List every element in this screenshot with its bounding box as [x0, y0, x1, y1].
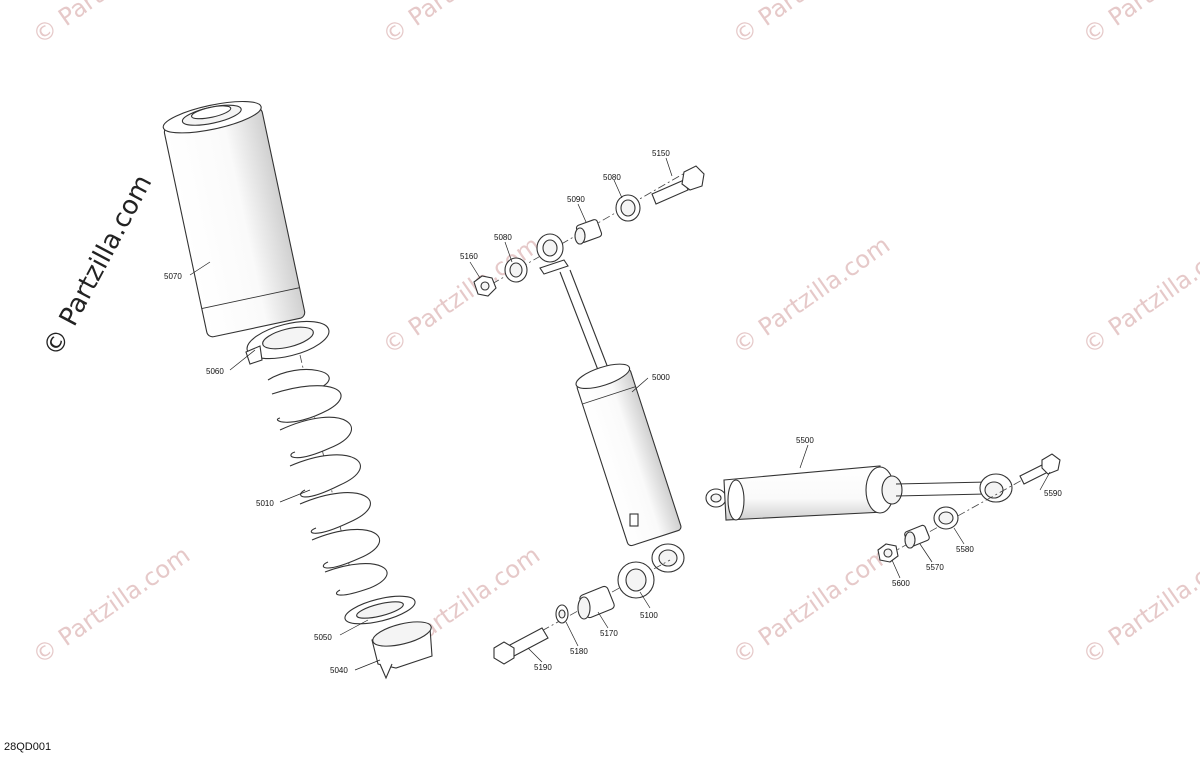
watermark-grid: © Partzilla.com © Partzilla.com © Partzi…: [27, 0, 1200, 670]
part-5160-nut: [473, 275, 497, 297]
callout-5060: 5060: [206, 367, 224, 376]
diagram-code: 28QD001: [4, 741, 52, 753]
watermark: © Partzilla.com: [377, 231, 545, 360]
callout-5500: 5500: [796, 436, 814, 445]
watermark: © Partzilla.com: [727, 231, 895, 360]
part-5070-sleeve: [162, 100, 306, 338]
callout-5050: 5050: [314, 633, 332, 642]
part-5100-bushing: [617, 561, 655, 599]
part-5000-shock: [536, 233, 685, 573]
part-5060-retainer: [245, 320, 330, 365]
callout-5080-b: 5080: [603, 173, 621, 182]
callout-5080-a: 5080: [494, 233, 512, 242]
callout-5580: 5580: [956, 545, 974, 554]
part-5080-bushing-a: [504, 257, 528, 283]
callout-5570: 5570: [926, 563, 944, 572]
part-5040-adjuster: [371, 621, 433, 680]
callout-5190: 5190: [534, 663, 552, 672]
callout-5010: 5010: [256, 499, 274, 508]
part-5500-shock: [705, 465, 1013, 521]
part-5170-spacer: [577, 585, 615, 620]
callout-5040: 5040: [330, 666, 348, 675]
watermark: © Partzilla.com: [27, 541, 195, 670]
watermark: © Partzilla.com: [727, 541, 895, 670]
callout-5170: 5170: [600, 629, 618, 638]
part-5600-nut: [877, 543, 899, 563]
watermark: © Partzilla.com: [27, 0, 195, 50]
part-5180-washer: [555, 604, 569, 624]
part-5090-spacer: [574, 219, 603, 245]
callout-5090: 5090: [567, 195, 585, 204]
part-5010-spring: [267, 369, 388, 596]
callout-5070: 5070: [164, 272, 182, 281]
watermark: © Partzilla.com: [1077, 0, 1200, 50]
callout-5590: 5590: [1044, 489, 1062, 498]
part-5190-bolt: [493, 627, 549, 665]
part-5080-bushing-b: [615, 194, 641, 222]
callout-5180: 5180: [570, 647, 588, 656]
callout-5000: 5000: [652, 373, 670, 382]
leader-lines: [189, 157, 1051, 671]
watermark: © Partzilla.com: [1077, 231, 1200, 360]
part-5050-washer: [344, 595, 416, 625]
side-watermark: © Partzilla.com: [38, 170, 159, 361]
part-5150-bolt: [651, 165, 705, 205]
part-5570-spacer: [904, 524, 930, 549]
watermark: © Partzilla.com: [727, 0, 895, 50]
callout-5150: 5150: [652, 149, 670, 158]
callout-5100: 5100: [640, 611, 658, 620]
part-5580-bushing: [933, 506, 959, 530]
callout-labels: 5070 5060 5010 5050 5040 5160 5080 5090 …: [164, 149, 1062, 675]
callout-5160: 5160: [460, 252, 478, 261]
watermark: © Partzilla.com: [377, 0, 545, 50]
part-5590-bolt: [1019, 453, 1061, 485]
watermark: © Partzilla.com: [1077, 541, 1200, 670]
callout-5600: 5600: [892, 579, 910, 588]
